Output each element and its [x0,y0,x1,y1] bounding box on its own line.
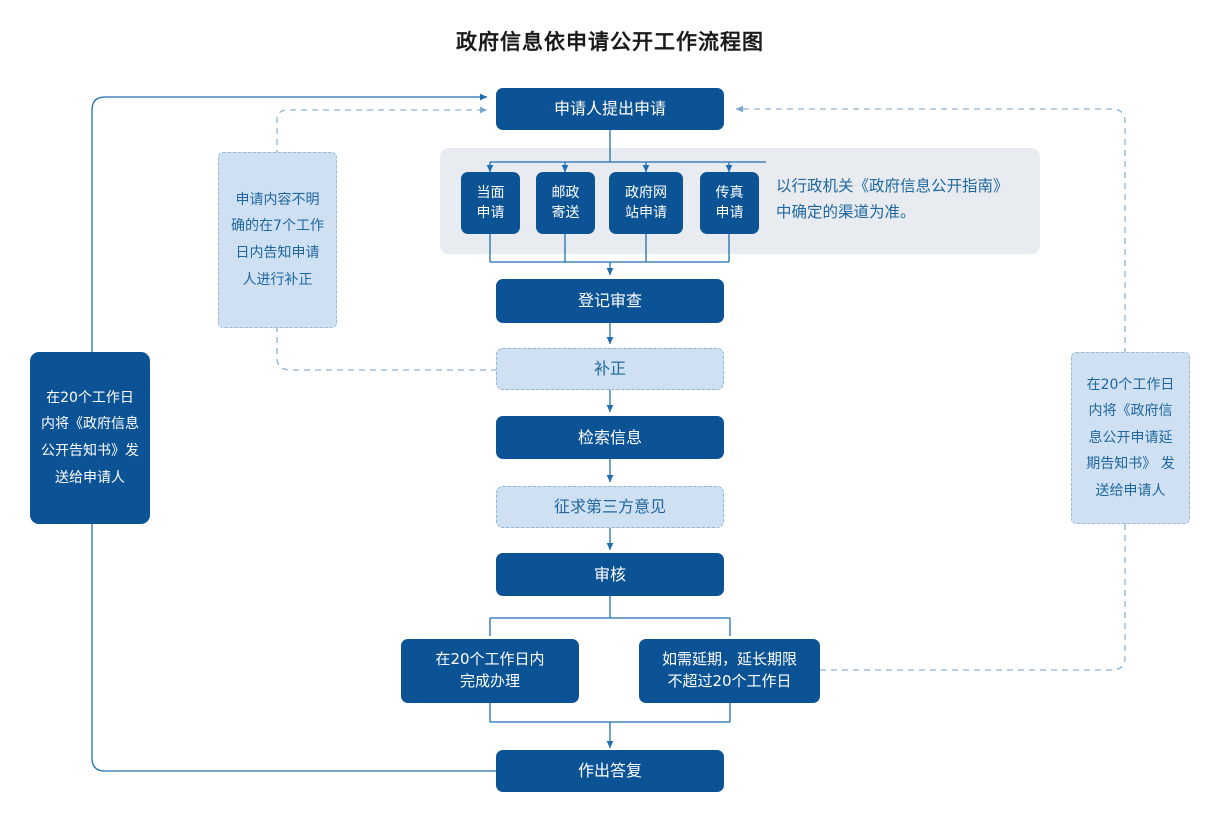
node-complete-within-20-days[interactable]: 在20个工作日内 完成办理 [401,639,579,703]
channel-label-line1: 当面 [476,184,505,201]
channel-label-line1: 传真 [715,184,744,201]
channel-label-line2: 站申请 [625,205,667,221]
channel-note-line2: 中确定的渠道为准。 [776,202,916,221]
node-supplement-correction[interactable]: 补正 [496,348,724,390]
node-label-line1: 如需延期，延长期限 [661,650,797,669]
channel-label-line1: 政府网 [625,184,667,201]
node-label-line2: 完成办理 [459,672,520,690]
page-title: 政府信息依申请公开工作流程图 [456,30,764,54]
node-registration-review[interactable]: 登记审查 [496,279,724,323]
annotation-notice-within-20-days: 在20个工作日内将《政府信息公开告知书》发送给申请人 [30,352,150,524]
node-third-party-opinion[interactable]: 征求第三方意见 [496,486,724,528]
node-applicant-submits[interactable]: 申请人提出申请 [496,88,724,130]
annotation-unclear-content-correction: 申请内容不明确的在7个工作日内告知申请人进行补正 [218,152,337,328]
node-channel-in-person[interactable]: 当面 申请 [461,172,520,234]
node-retrieve-information[interactable]: 检索信息 [496,416,724,459]
node-label: 检索信息 [577,427,642,447]
node-audit[interactable]: 审核 [496,553,724,596]
channel-note: 以行政机关《政府信息公开指南》 中确定的渠道为准。 [776,174,1038,225]
node-label: 登记审查 [577,291,642,311]
channel-label-line2: 申请 [476,205,505,221]
annotation-text: 在20个工作日内将《政府信息公开申请延期告知书》 发送给申请人 [1086,376,1175,499]
node-channel-gov-website[interactable]: 政府网 站申请 [609,172,683,234]
channel-label-line2: 寄送 [551,205,580,221]
node-channel-postal-mail[interactable]: 邮政 寄送 [536,172,595,234]
node-make-reply[interactable]: 作出答复 [496,750,724,792]
node-channel-fax[interactable]: 传真 申请 [700,172,759,234]
node-label: 申请人提出申请 [553,99,666,119]
channel-label-line1: 邮政 [551,184,580,201]
node-extension-if-needed[interactable]: 如需延期，延长期限 不超过20个工作日 [639,639,820,703]
node-label-line1: 在20个工作日内 [435,650,545,669]
annotation-text: 申请内容不明确的在7个工作日内告知申请人进行补正 [231,191,324,288]
node-label: 作出答复 [577,761,642,781]
node-label-line2: 不超过20个工作日 [667,672,792,690]
node-label: 审核 [593,564,626,584]
node-label: 补正 [593,359,626,379]
annotation-text: 在20个工作日内将《政府信息公开告知书》发送给申请人 [41,389,139,486]
channel-note-line1: 以行政机关《政府信息公开指南》 [776,177,1009,195]
channel-label-line2: 申请 [715,205,744,221]
annotation-extension-notice-within-20-days: 在20个工作日内将《政府信息公开申请延期告知书》 发送给申请人 [1071,352,1190,524]
node-label: 征求第三方意见 [553,497,666,517]
